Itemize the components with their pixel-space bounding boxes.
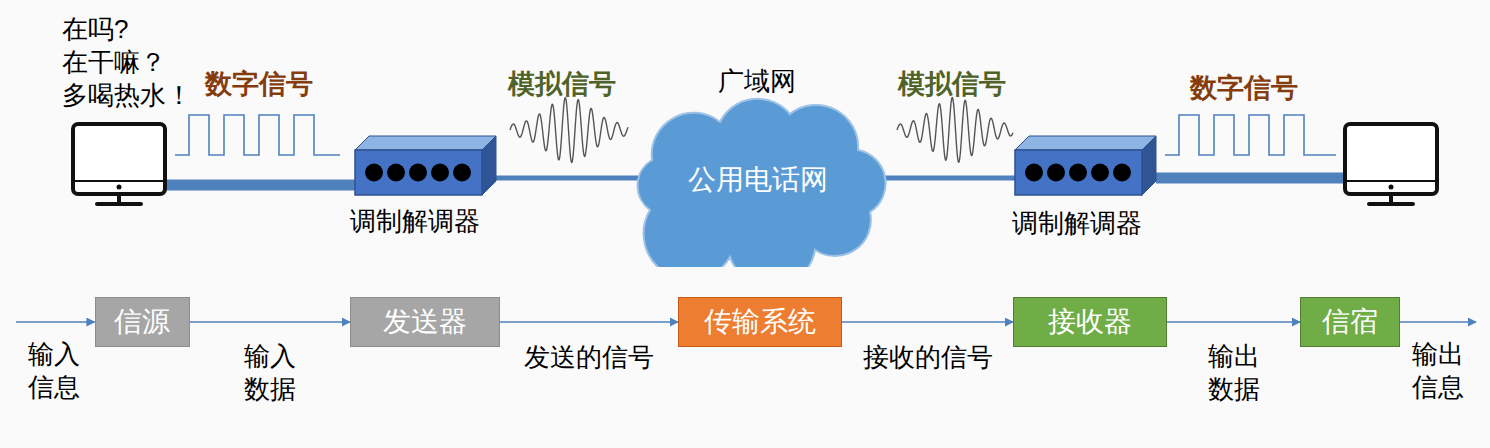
- node-label: 信源: [114, 303, 170, 341]
- device-name: 调制解调器: [1012, 206, 1142, 241]
- chat-message: 在干嘛？: [62, 45, 166, 80]
- device-name: 调制解调器: [350, 204, 480, 239]
- process-box: 接收器: [1013, 297, 1167, 347]
- computer-monitor: [1345, 124, 1437, 204]
- flow-label: 输出信息: [1412, 338, 1464, 403]
- flow-arrow: [842, 321, 1013, 323]
- process-box: 传输系统: [678, 297, 842, 347]
- analog-wave: [510, 98, 628, 163]
- signal-name: 模拟信号: [508, 66, 616, 102]
- signal-name: 数字信号: [1190, 70, 1298, 106]
- node-label: 接收器: [1048, 303, 1132, 341]
- flow-arrow: [190, 321, 351, 323]
- flow-arrow: [500, 321, 678, 323]
- chat-message: 多喝热水！: [62, 78, 192, 113]
- network-cloud: 公用电话网: [620, 92, 895, 267]
- edge-label: 发送的信号: [524, 340, 654, 375]
- signal-name: 数字信号: [205, 66, 313, 102]
- process-box: 信源: [95, 297, 190, 347]
- digital-wave: [175, 115, 340, 155]
- edge-label: 输出数据: [1208, 340, 1260, 405]
- flow-arrow: [1167, 321, 1300, 323]
- node-label: 公用电话网: [688, 161, 828, 199]
- cable: [496, 176, 650, 181]
- node-label: 传输系统: [704, 303, 816, 341]
- edge-label: 输入数据: [244, 340, 296, 405]
- analog-wave: [897, 98, 1013, 163]
- process-box: 发送器: [350, 297, 500, 347]
- network-name: 广域网: [718, 64, 796, 99]
- cable: [165, 180, 356, 191]
- flow-label: 输入信息: [28, 338, 80, 403]
- computer-monitor: [73, 124, 165, 204]
- modem-device: [355, 136, 496, 195]
- cable: [1156, 173, 1345, 184]
- node-label: 信宿: [1322, 303, 1378, 341]
- node-label: 发送器: [383, 303, 467, 341]
- chat-message: 在吗?: [62, 12, 128, 47]
- cable: [870, 176, 1016, 181]
- digital-wave: [1165, 115, 1336, 155]
- process-box: 信宿: [1300, 297, 1400, 347]
- modem-device: [1015, 136, 1156, 195]
- input-arrow: [16, 321, 95, 323]
- signal-name: 模拟信号: [898, 66, 1006, 102]
- edge-label: 接收的信号: [863, 340, 993, 375]
- output-arrow: [1400, 321, 1476, 323]
